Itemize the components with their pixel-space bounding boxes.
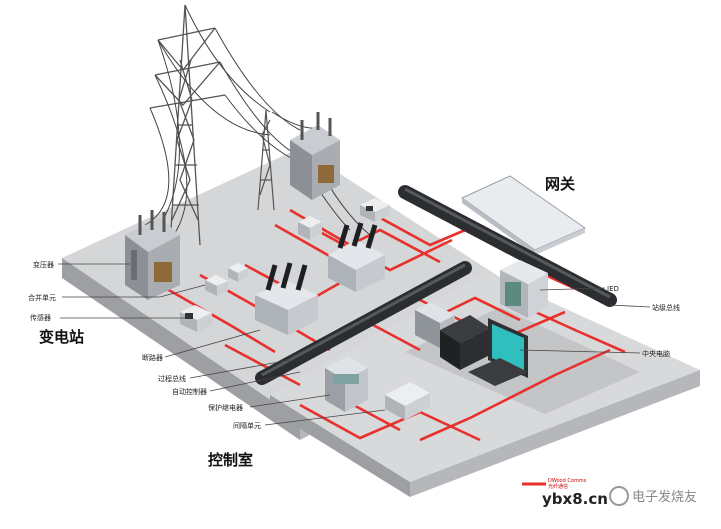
interval-unit-rack [385, 382, 430, 420]
fiber-line [419, 348, 611, 442]
leader-ied [539, 287, 606, 291]
field-box [360, 198, 390, 222]
fiber-line [519, 303, 626, 354]
label-merging-unit: 合并单元 [28, 293, 56, 302]
watermark-site: 电子发烧友 [632, 489, 697, 505]
fiber-line [374, 213, 471, 247]
field-boxes [180, 198, 390, 332]
breaker-back [328, 222, 385, 292]
leader-auto-controller [209, 371, 301, 392]
region-label-control-room: 控制室 [208, 451, 253, 469]
label-sensor: 传感器 [30, 313, 51, 322]
fiber-line [159, 283, 276, 354]
protection-relay-panel [325, 356, 368, 412]
field-box [228, 263, 248, 282]
station-bus-pipe [398, 185, 617, 307]
sensor-box [180, 305, 212, 332]
label-transformer: 变压器 [33, 260, 54, 269]
leader-protection-relay [249, 394, 331, 408]
small-tower [257, 109, 275, 211]
watermark: ybx8.cn 电子发烧友 [542, 486, 697, 508]
legend-line1: DWood Comms [548, 478, 587, 484]
label-ied: IED [607, 285, 619, 293]
region-label-substation: 变电站 [39, 328, 84, 346]
leader-central-computer [519, 349, 641, 354]
field-box [298, 216, 322, 240]
fiber-line [439, 296, 521, 322]
label-interval-unit: 间隔单元 [233, 421, 261, 430]
label-process-bus: 过程总线 [158, 374, 186, 383]
gateway-slab [461, 175, 587, 255]
leader-breaker [164, 329, 261, 358]
leader-station-bus [609, 304, 651, 308]
callout-leaders [58, 263, 651, 426]
process-bus-pipe [255, 261, 472, 385]
watermark-logo [609, 486, 629, 506]
leader-merging-unit [62, 284, 206, 298]
breaker-front [255, 262, 318, 335]
leader-process-bus [189, 359, 291, 379]
legend: DWood Comms 光纤通信 [522, 478, 587, 490]
merging-unit-box [205, 275, 228, 296]
watermark-url: ybx8.cn [542, 490, 608, 508]
label-central-computer: 中央电脑 [642, 349, 670, 358]
region-label-gateway: 网关 [545, 175, 575, 193]
label-breaker: 断路器 [142, 353, 163, 362]
right-transformer [290, 112, 340, 200]
label-station-bus: 站级总线 [652, 303, 680, 312]
central-computer [440, 315, 528, 386]
leader-interval-unit [264, 409, 386, 426]
label-auto-controller: 自动控制器 [172, 387, 207, 396]
label-protection-relay: 保护继电器 [208, 403, 243, 412]
legend-line2: 光纤通信 [548, 483, 568, 490]
left-transformer [125, 210, 180, 300]
ied-cabinet [500, 260, 548, 318]
control-room-equipment [325, 260, 548, 420]
